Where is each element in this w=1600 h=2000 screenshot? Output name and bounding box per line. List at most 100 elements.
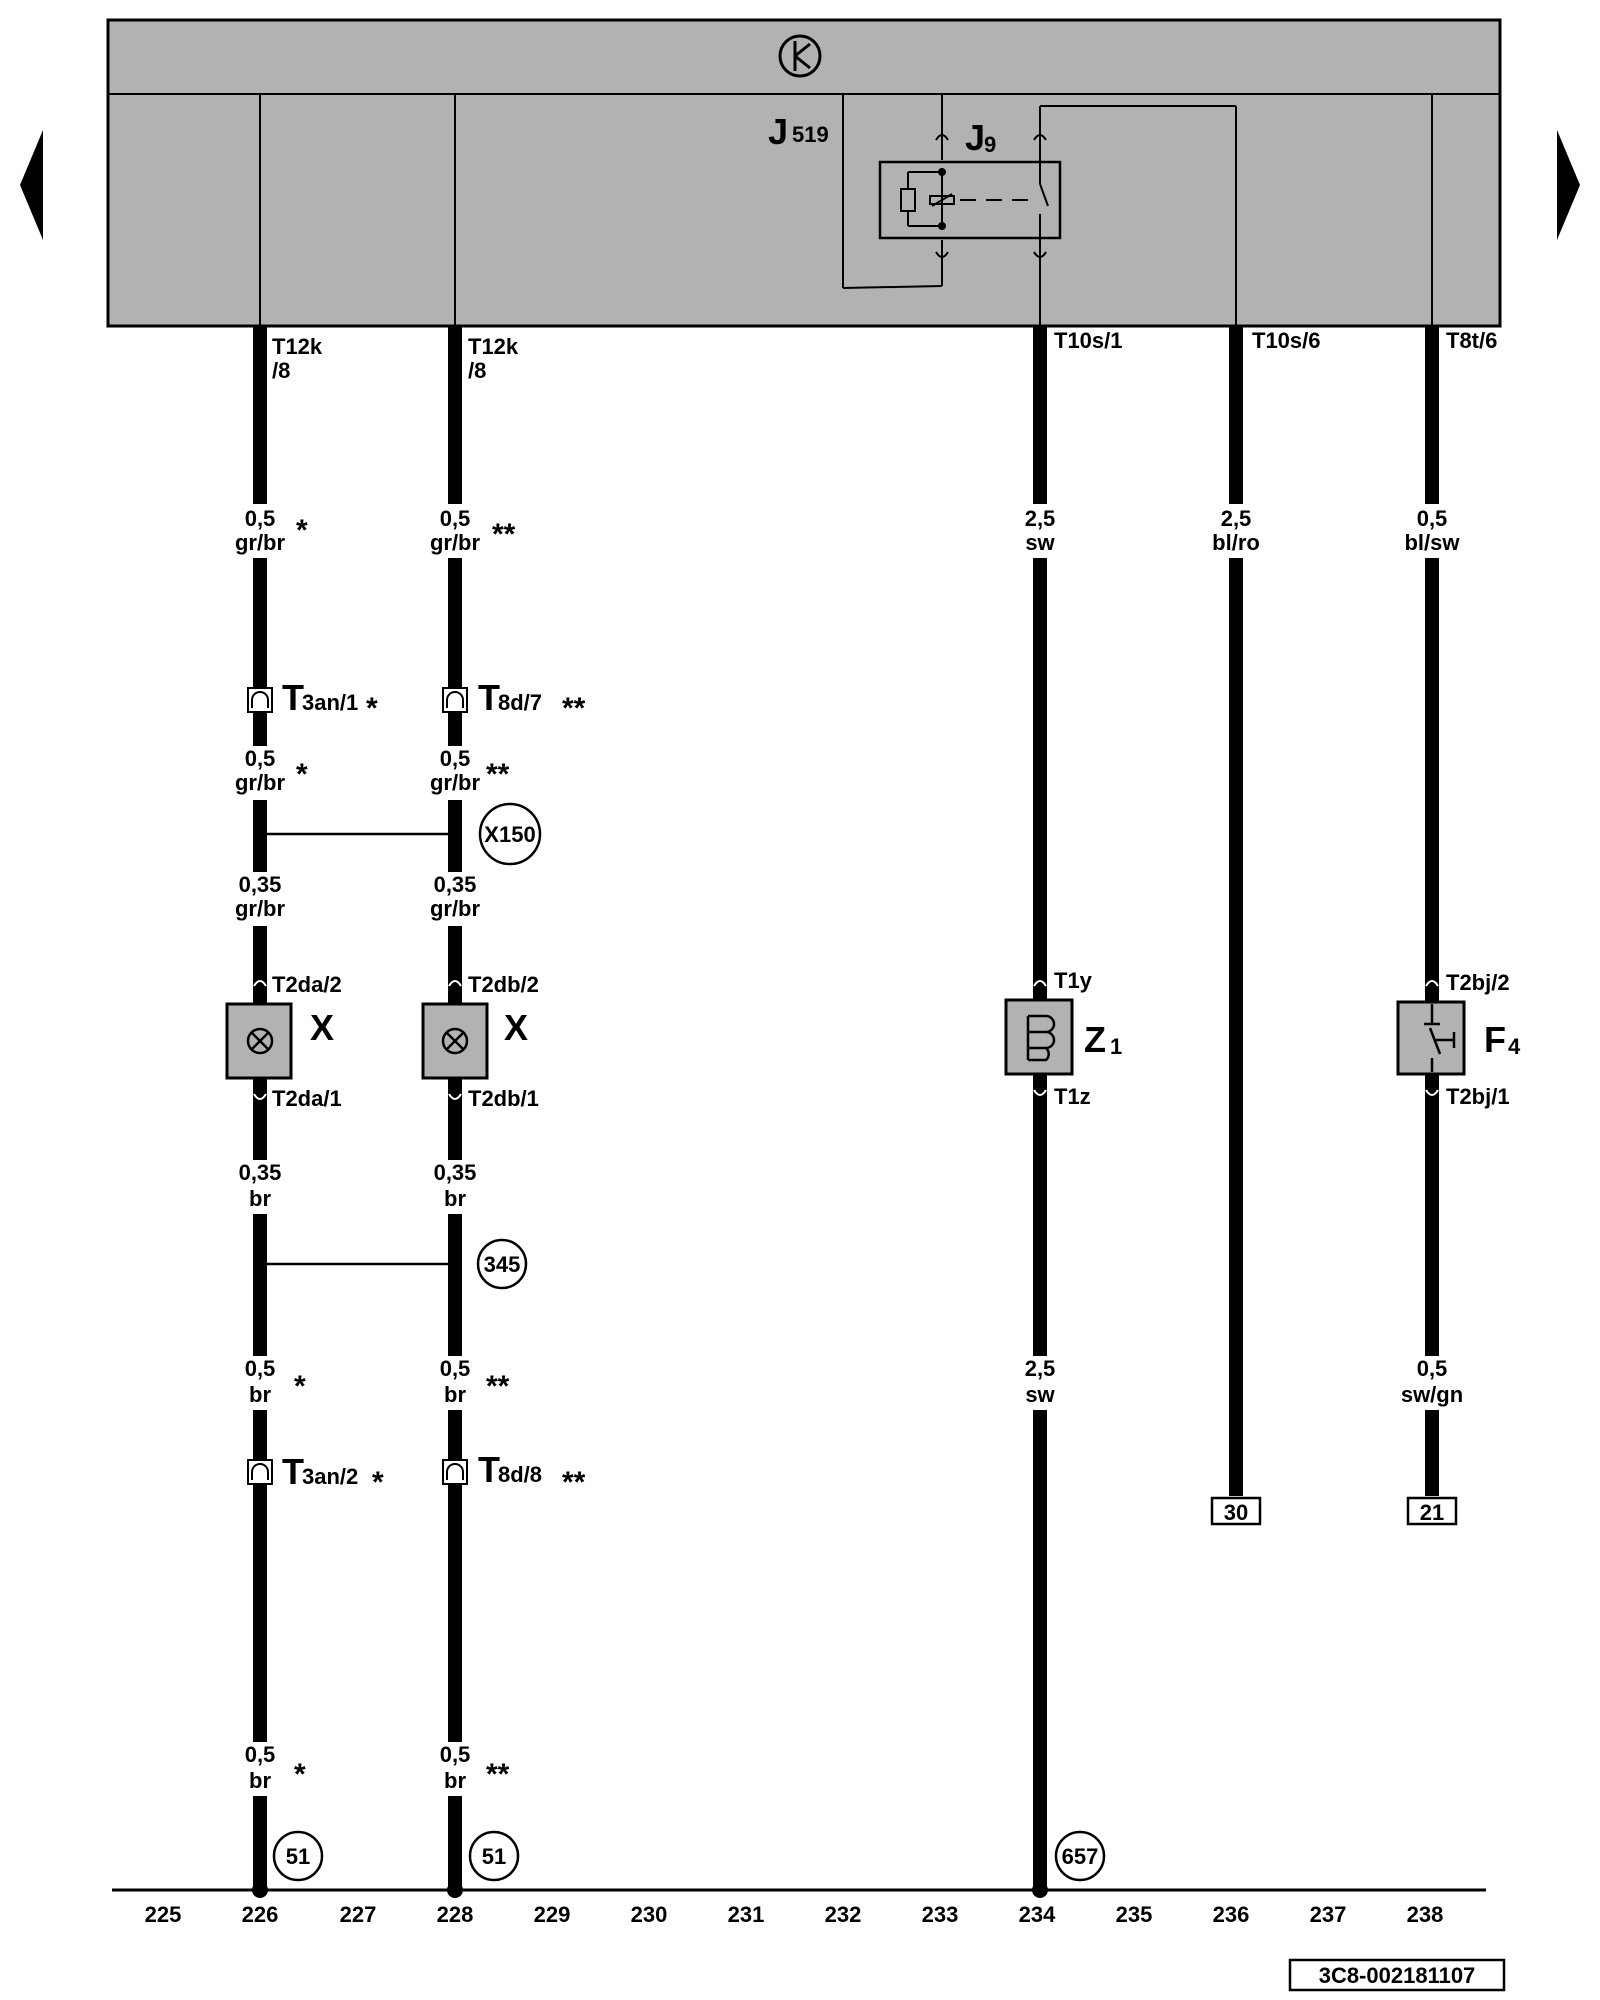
svg-text:3C8-002181107: 3C8-002181107 xyxy=(1319,1963,1476,1988)
control-unit-panel xyxy=(106,18,1502,328)
svg-text:gr/br: gr/br xyxy=(235,896,286,921)
svg-text:3an/1: 3an/1 xyxy=(302,690,358,715)
svg-text:T: T xyxy=(282,1451,304,1492)
column-number: 235 xyxy=(1116,1902,1153,1927)
control-unit-label: J 519 xyxy=(768,111,829,152)
svg-text:T12k: T12k xyxy=(468,334,519,359)
junction-x150: X150 xyxy=(254,802,542,866)
svg-text:0,5: 0,5 xyxy=(1417,506,1448,531)
column-number: 234 xyxy=(1019,1902,1056,1927)
svg-text:0,5: 0,5 xyxy=(440,746,471,771)
svg-text:345: 345 xyxy=(484,1252,521,1277)
svg-text:**: ** xyxy=(562,1466,586,1499)
svg-text:0,35: 0,35 xyxy=(239,872,282,897)
svg-text:T1z: T1z xyxy=(1054,1084,1091,1109)
svg-text:*: * xyxy=(296,514,308,547)
svg-text:T1y: T1y xyxy=(1054,968,1093,993)
svg-text:br: br xyxy=(444,1768,466,1793)
svg-text:/8: /8 xyxy=(468,358,486,383)
svg-text:gr/br: gr/br xyxy=(235,770,286,795)
svg-text:*: * xyxy=(294,1370,306,1403)
svg-text:gr/br: gr/br xyxy=(235,530,286,555)
column-number: 228 xyxy=(437,1902,474,1927)
svg-text:2,5: 2,5 xyxy=(1025,506,1056,531)
svg-text:br: br xyxy=(444,1186,466,1211)
svg-text:gr/br: gr/br xyxy=(430,896,481,921)
column-number: 232 xyxy=(825,1902,862,1927)
svg-text:X: X xyxy=(504,1007,528,1048)
svg-text:T2bj/1: T2bj/1 xyxy=(1446,1084,1510,1109)
ground-symbol-icon xyxy=(778,34,822,78)
column-numbers: 225 226 227 228 229 230 231 232 233 234 … xyxy=(145,1902,1444,1927)
triangle-right-icon[interactable] xyxy=(1557,130,1580,240)
svg-text:br: br xyxy=(444,1382,466,1407)
svg-text:br: br xyxy=(249,1768,271,1793)
wire-226: T12k /8 0,5 gr/br * T 3an/1 * 0,5 gr/br … xyxy=(225,326,384,1890)
column-number: 229 xyxy=(534,1902,571,1927)
svg-text:0,5: 0,5 xyxy=(440,1742,471,1767)
wire-238: T8t/6 0,5 bl/sw T2bj/2 F 4 T2bj/1 0,5 sw… xyxy=(1392,326,1521,1526)
svg-text:0,5: 0,5 xyxy=(245,746,276,771)
svg-text:519: 519 xyxy=(792,122,829,147)
svg-text:T: T xyxy=(282,677,304,718)
column-number: 226 xyxy=(242,1902,279,1927)
svg-text:X: X xyxy=(310,1007,334,1048)
svg-text:0,5: 0,5 xyxy=(1417,1356,1448,1381)
svg-text:J: J xyxy=(768,111,788,152)
svg-text:0,5: 0,5 xyxy=(245,1356,276,1381)
svg-text:**: ** xyxy=(486,1370,510,1403)
svg-text:8d/8: 8d/8 xyxy=(498,1462,542,1487)
column-number: 230 xyxy=(631,1902,668,1927)
svg-text:sw: sw xyxy=(1025,530,1055,555)
svg-text:F: F xyxy=(1484,1019,1506,1060)
svg-text:*: * xyxy=(366,692,378,725)
svg-text:gr/br: gr/br xyxy=(430,530,481,555)
wire-236: T10s/6 2,5 bl/ro 30 xyxy=(1198,326,1321,1526)
column-number: 238 xyxy=(1407,1902,1444,1927)
svg-text:51: 51 xyxy=(286,1844,310,1869)
svg-text:657: 657 xyxy=(1062,1844,1099,1869)
svg-text:Z: Z xyxy=(1084,1019,1106,1060)
column-number: 237 xyxy=(1310,1902,1347,1927)
svg-text:T10s/1: T10s/1 xyxy=(1054,328,1123,353)
svg-text:2,5: 2,5 xyxy=(1221,506,1252,531)
svg-text:30: 30 xyxy=(1224,1500,1248,1525)
svg-text:T10s/6: T10s/6 xyxy=(1252,328,1321,353)
svg-text:T2bj/2: T2bj/2 xyxy=(1446,970,1510,995)
svg-text:bl/ro: bl/ro xyxy=(1212,530,1260,555)
svg-text:T: T xyxy=(478,677,500,718)
svg-text:*: * xyxy=(372,1466,384,1499)
svg-text:T: T xyxy=(478,1449,500,1490)
svg-text:**: ** xyxy=(486,1758,510,1791)
wire-234: T10s/1 2,5 sw T1y Z 1 T1z 2,5 sw 657 xyxy=(1004,326,1123,1890)
svg-text:9: 9 xyxy=(984,132,996,157)
column-number: 231 xyxy=(728,1902,765,1927)
svg-text:X150: X150 xyxy=(484,822,535,847)
svg-text:21: 21 xyxy=(1420,1500,1444,1525)
column-number: 225 xyxy=(145,1902,182,1927)
relay-label: J 9 xyxy=(965,117,996,158)
svg-text:4: 4 xyxy=(1508,1034,1521,1059)
svg-text:gr/br: gr/br xyxy=(430,770,481,795)
triangle-left-icon[interactable] xyxy=(20,130,43,240)
svg-text:0,35: 0,35 xyxy=(434,1160,477,1185)
svg-text:8d/7: 8d/7 xyxy=(498,690,542,715)
svg-text:sw/gn: sw/gn xyxy=(1401,1382,1463,1407)
svg-text:2,5: 2,5 xyxy=(1025,1356,1056,1381)
svg-text:**: ** xyxy=(486,758,510,791)
svg-text:T2da/1: T2da/1 xyxy=(272,1086,342,1111)
svg-text:br: br xyxy=(249,1382,271,1407)
svg-text:0,5: 0,5 xyxy=(245,506,276,531)
svg-text:1: 1 xyxy=(1110,1034,1122,1059)
svg-text:51: 51 xyxy=(482,1844,506,1869)
column-number: 233 xyxy=(922,1902,959,1927)
svg-text:/8: /8 xyxy=(272,358,290,383)
svg-text:**: ** xyxy=(492,518,516,551)
relay-j9 xyxy=(842,94,1237,326)
junction-345: 345 xyxy=(254,1238,528,1290)
svg-text:T2db/1: T2db/1 xyxy=(468,1086,539,1111)
svg-text:T2db/2: T2db/2 xyxy=(468,972,539,997)
svg-text:0,35: 0,35 xyxy=(434,872,477,897)
svg-text:br: br xyxy=(249,1186,271,1211)
document-id: 3C8-002181107 xyxy=(1288,1958,1506,1992)
